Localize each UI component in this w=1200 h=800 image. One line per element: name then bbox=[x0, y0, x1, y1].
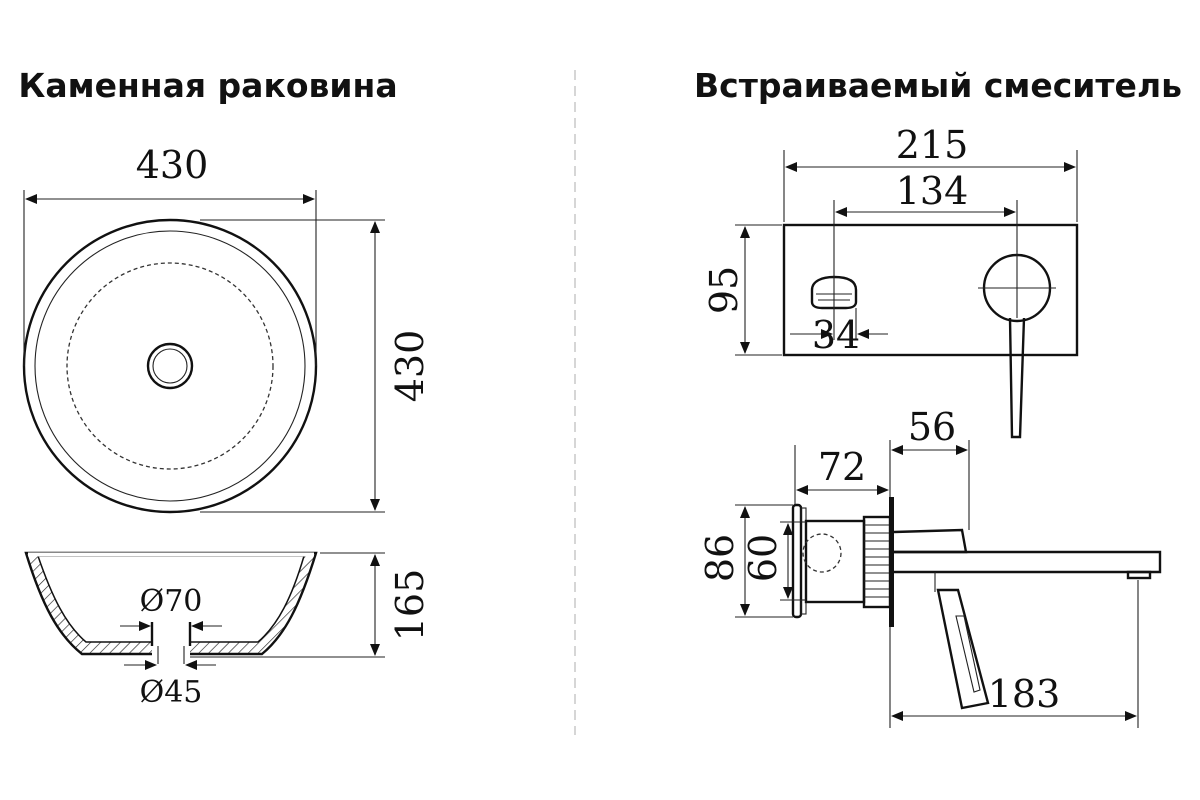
sink-side-view: Ø70 Ø45 165 bbox=[24, 551, 432, 710]
rear-flange bbox=[791, 503, 803, 619]
lever-slot bbox=[955, 615, 981, 693]
sink-title: Каменная раковина bbox=[18, 66, 397, 105]
faucet-title: Встраиваемый смеситель bbox=[694, 66, 1182, 105]
sink-top-view: 430 430 bbox=[22, 143, 432, 514]
sink-inner-rim bbox=[34, 230, 306, 502]
valve-cartridge bbox=[802, 533, 842, 573]
drain-top-label: Ø70 bbox=[140, 584, 203, 619]
sink-bowl-outline bbox=[66, 262, 274, 470]
thread-lines bbox=[864, 524, 890, 598]
axis-distance-label: 134 bbox=[896, 169, 969, 213]
body-height-label: 60 bbox=[741, 534, 785, 582]
sink-width-label: 430 bbox=[136, 143, 209, 187]
sink-depth-label: 430 bbox=[388, 330, 432, 403]
sink-section-cavity bbox=[36, 555, 306, 643]
drain-outer bbox=[146, 342, 194, 390]
flange-height-label: 86 bbox=[698, 534, 742, 582]
spout-aerator bbox=[1126, 570, 1152, 580]
drain-bottom-label: Ø45 bbox=[140, 675, 203, 710]
wall-plate-side bbox=[889, 497, 894, 627]
sink-height-label: 165 bbox=[388, 569, 432, 642]
wall-plate bbox=[782, 223, 1079, 357]
threaded-sleeve bbox=[862, 515, 892, 609]
spout-outlet bbox=[810, 275, 858, 310]
outlet-width-label: 34 bbox=[812, 313, 860, 357]
sink-outer-rim bbox=[22, 218, 318, 514]
handle-housing bbox=[893, 528, 968, 554]
body-depth-label: 72 bbox=[818, 445, 866, 489]
drain-inner bbox=[152, 348, 188, 384]
plate-height-label: 95 bbox=[702, 266, 746, 314]
spout bbox=[894, 550, 1162, 574]
faucet-side-view: 56 72 86 60 183 bbox=[698, 405, 1162, 728]
total-length-label: 183 bbox=[988, 672, 1061, 716]
spout-projection-label: 56 bbox=[908, 405, 956, 449]
faucet-front-view: 215 134 95 34 bbox=[702, 123, 1079, 439]
valve-body bbox=[804, 519, 866, 604]
handle-lever-side bbox=[936, 588, 990, 710]
handle-lever bbox=[1008, 317, 1026, 439]
plate-width-label: 215 bbox=[896, 123, 969, 167]
